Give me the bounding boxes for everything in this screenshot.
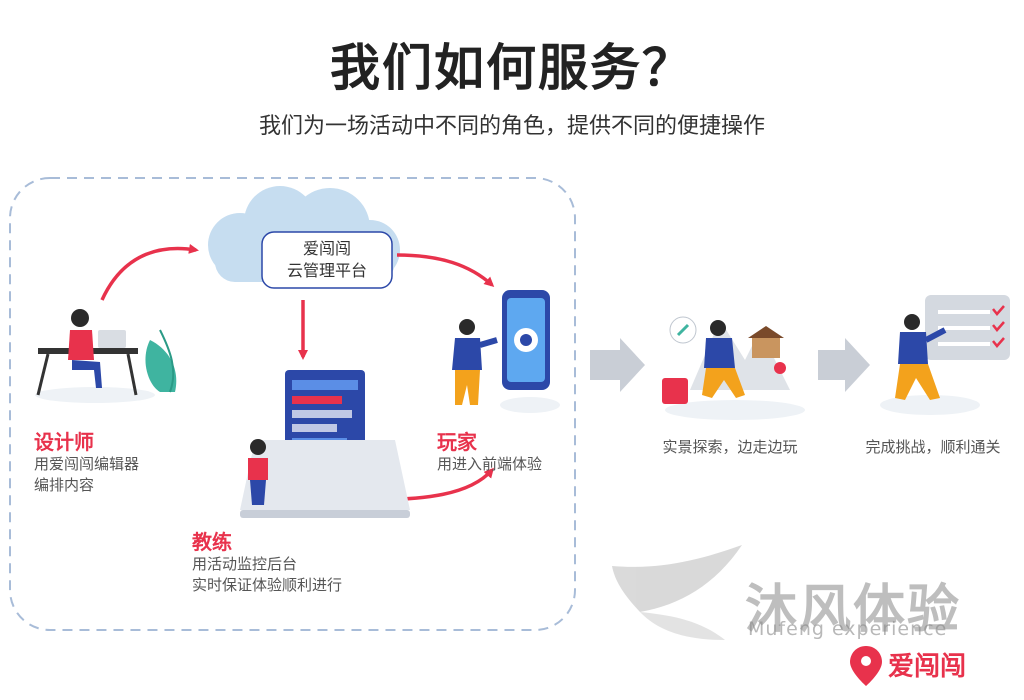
coach-illustration [240, 370, 410, 518]
role-coach-desc2: 实时保证体验顺利进行 [192, 576, 343, 594]
player-illustration [452, 290, 560, 413]
role-coach-desc1: 用活动监控后台 [192, 555, 298, 573]
watermark-text-en: Mufeng experience [748, 618, 948, 640]
role-player-name: 玩家 [437, 430, 477, 454]
page-subtitle: 我们为一场活动中不同的角色，提供不同的便捷操作 [258, 114, 765, 139]
role-designer: 设计师 用爱闯闯编辑器 编排内容 [34, 430, 139, 496]
brand-name: 爱闯闯 [888, 652, 967, 682]
arrow-platform-to-player [396, 253, 495, 288]
step-complete-caption: 完成挑战，顺利通关 [865, 438, 1001, 456]
watermark-text-cn: 沐风体验 [745, 580, 962, 640]
role-designer-desc1: 用爱闯闯编辑器 [34, 455, 140, 473]
arrow-designer-to-platform [100, 243, 199, 301]
flow-arrow-1 [590, 338, 645, 392]
page-title: 我们如何服务？ [330, 39, 694, 97]
pin-center [861, 656, 871, 666]
role-player: 玩家 用进入前端体验 [437, 430, 542, 475]
role-player-desc1: 用进入前端体验 [437, 455, 543, 473]
platform-label-line2: 云管理平台 [286, 261, 367, 280]
role-coach-name: 教练 [192, 530, 232, 554]
flow-arrow-2 [818, 338, 870, 392]
platform-label: 爱闯闯 云管理平台 [262, 238, 392, 282]
roles-container-border [9, 177, 576, 631]
step-explore-caption: 实景探索，边走边玩 [662, 438, 798, 456]
role-designer-desc2: 编排内容 [34, 476, 95, 494]
explore-illustration [662, 316, 805, 420]
platform-label-line1: 爱闯闯 [302, 239, 351, 258]
watermark-logo [612, 545, 742, 640]
designer-illustration [35, 309, 177, 403]
role-designer-name: 设计师 [34, 430, 94, 454]
complete-illustration [880, 295, 1010, 415]
role-coach: 教练 用活动监控后台 实时保证体验顺利进行 [192, 530, 342, 596]
cloud-platform-icon [208, 186, 400, 289]
